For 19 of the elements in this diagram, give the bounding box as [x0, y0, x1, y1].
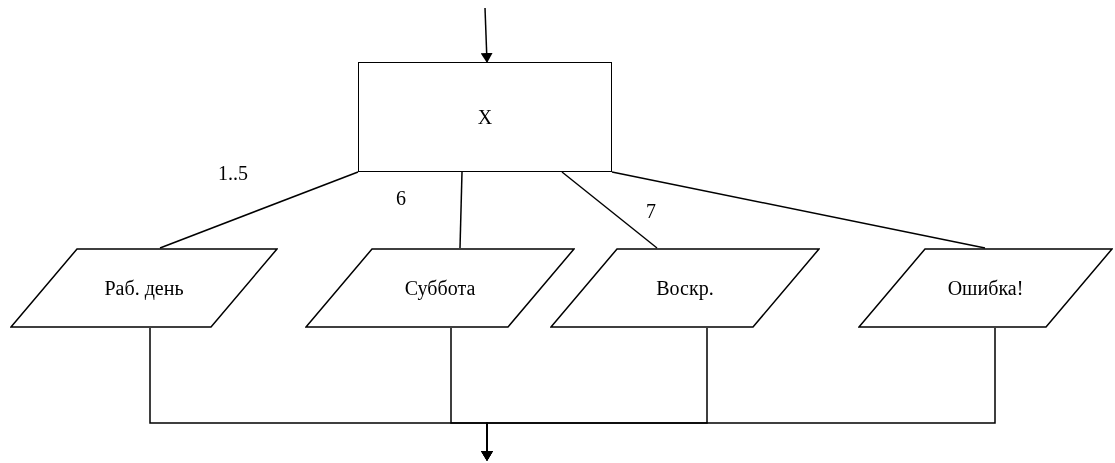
- connector-line: [459, 171, 463, 249]
- arrow: [480, 7, 493, 63]
- connector-line: [159, 171, 359, 249]
- edge-label: 6: [396, 188, 406, 208]
- connector-line: [611, 171, 986, 249]
- edge-label: 7: [646, 201, 656, 221]
- io-parallelogram: [550, 248, 820, 328]
- io-parallelogram: [10, 248, 278, 328]
- node-label: X: [477, 105, 493, 130]
- io-parallelogram: [858, 248, 1113, 328]
- arrow: [481, 327, 996, 461]
- io-parallelogram: [305, 248, 575, 328]
- node-label: Воскр.: [656, 276, 714, 302]
- node-label: Ошибка!: [947, 276, 1024, 301]
- connector-line: [561, 171, 658, 249]
- node-label: Раб. день: [104, 276, 184, 302]
- process-box: [358, 62, 612, 172]
- node-label: Суббота: [404, 276, 476, 302]
- edge-label: 1..5: [218, 163, 248, 183]
